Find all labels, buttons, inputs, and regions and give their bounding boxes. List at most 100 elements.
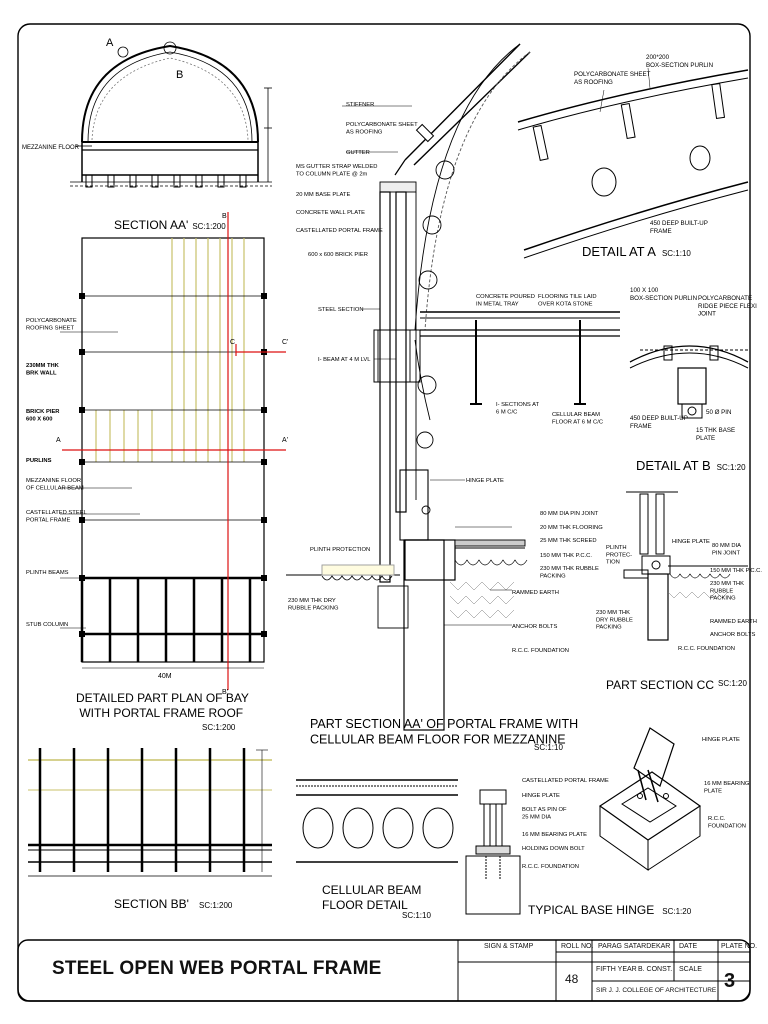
base-hinge-drawing: [465, 727, 702, 915]
section-aa-label-b: B: [176, 69, 183, 81]
section-aa-title: SECTION AA'SC:1:200: [114, 218, 226, 232]
date-label: DATE: [679, 943, 698, 950]
section-bb-title: SECTION BB'SC:1:200: [114, 897, 233, 911]
plan-scale: SC:1:200: [202, 723, 236, 732]
section-aa-label-a: A: [106, 37, 114, 49]
section-aa-drawing: [70, 41, 272, 188]
roll-no-value: 48: [565, 972, 579, 986]
hinge-label: R.C.C.FOUNDATION: [708, 816, 746, 829]
base-hinge-labels-left: CASTELLATED PORTAL FRAME HINGE PLATE BOL…: [522, 778, 609, 870]
psa-label: STEEL SECTION: [318, 307, 364, 313]
plan-cut-b2: B': [222, 689, 228, 696]
psa-label: RAMMED EARTH: [512, 590, 559, 596]
psa-label: CASTELLATED PORTAL FRAME: [296, 228, 383, 234]
psa-label: HINGE PLATE: [466, 478, 504, 484]
psa-label: CONCRETE WALL PLATE: [296, 210, 365, 216]
plan-label: STUB COLUMN: [26, 622, 68, 628]
psa-label: 150 MM THK P.C.C.: [540, 553, 592, 559]
plate-no-value: 3: [724, 970, 736, 992]
psa-label: I- BEAM AT 4 M LVL: [318, 357, 371, 363]
psc-label: ANCHOR BOLTS: [710, 632, 755, 638]
section-aa-mezzanine-label: MEZZANINE FLOOR: [22, 145, 80, 151]
roll-no-label: ROLL NO.: [561, 943, 594, 950]
cellular-beam-scale: SC:1:10: [402, 911, 431, 920]
plan-dimension: 40M: [158, 673, 172, 680]
hinge-label: CASTELLATED PORTAL FRAME: [522, 778, 609, 784]
plan-label: PURLINS: [26, 458, 52, 464]
plan-drawing: [60, 212, 286, 690]
plate-no-label: PLATE NO.: [721, 943, 758, 950]
student-name: PARAG SATARDEKAR: [598, 943, 671, 950]
title-block: [17, 939, 751, 1002]
psa-label: STIFFNER: [346, 102, 374, 108]
sign-stamp-label: SIGN & STAMP: [484, 943, 534, 950]
plan-cut-c2: C': [282, 339, 288, 346]
part-section-cc-title: PART SECTION CC: [606, 678, 714, 692]
plan-cut-c: C: [230, 339, 235, 346]
part-section-aa-drawing: [286, 43, 620, 731]
psa-label: R.C.C. FOUNDATION: [512, 648, 569, 654]
section-bb-drawing: [28, 748, 272, 877]
college-name: SIR J. J. COLLEGE OF ARCHITECTURE: [596, 987, 717, 994]
plan-cut-a: A: [56, 437, 61, 444]
hinge-label: R.C.C. FOUNDATION: [522, 864, 579, 870]
detail-b-drawing: [629, 345, 749, 419]
psa-label: ANCHOR BOLTS: [512, 624, 557, 630]
detail-a-drawing: [517, 67, 749, 259]
psa-label: 600 x 600 BRICK PIER: [308, 252, 368, 258]
part-section-cc-scale: SC:1:20: [718, 679, 747, 688]
drawing-title: STEEL OPEN WEB PORTAL FRAME: [52, 958, 382, 979]
cellular-beam-drawing: [296, 779, 458, 863]
plan-cut-a2: A': [282, 437, 288, 444]
psa-label: 80 MM DIA PIN JOINT: [540, 511, 599, 517]
plan-label: PLINTH BEAMS: [26, 570, 69, 576]
plan-cut-b: B: [222, 213, 227, 220]
plan-title: DETAILED PART PLAN OF BAY WITH PORTAL FR…: [76, 691, 249, 720]
hinge-label: HOLDING DOWN BOLT: [522, 846, 585, 852]
psc-label: HINGE PLATE: [672, 539, 710, 545]
part-section-aa-scale: SC:1:10: [534, 743, 563, 752]
psc-label: R.C.C. FOUNDATION: [678, 646, 735, 652]
psc-label: RAMMED EARTH: [710, 619, 757, 625]
psa-label: 20 MM THK FLOORING: [540, 525, 603, 531]
psa-label: GUTTER: [346, 150, 370, 156]
part-section-aa-labels-right: 80 MM DIA PIN JOINT 20 MM THK FLOORING 2…: [512, 511, 603, 654]
hinge-label: HINGE PLATE: [702, 737, 740, 743]
